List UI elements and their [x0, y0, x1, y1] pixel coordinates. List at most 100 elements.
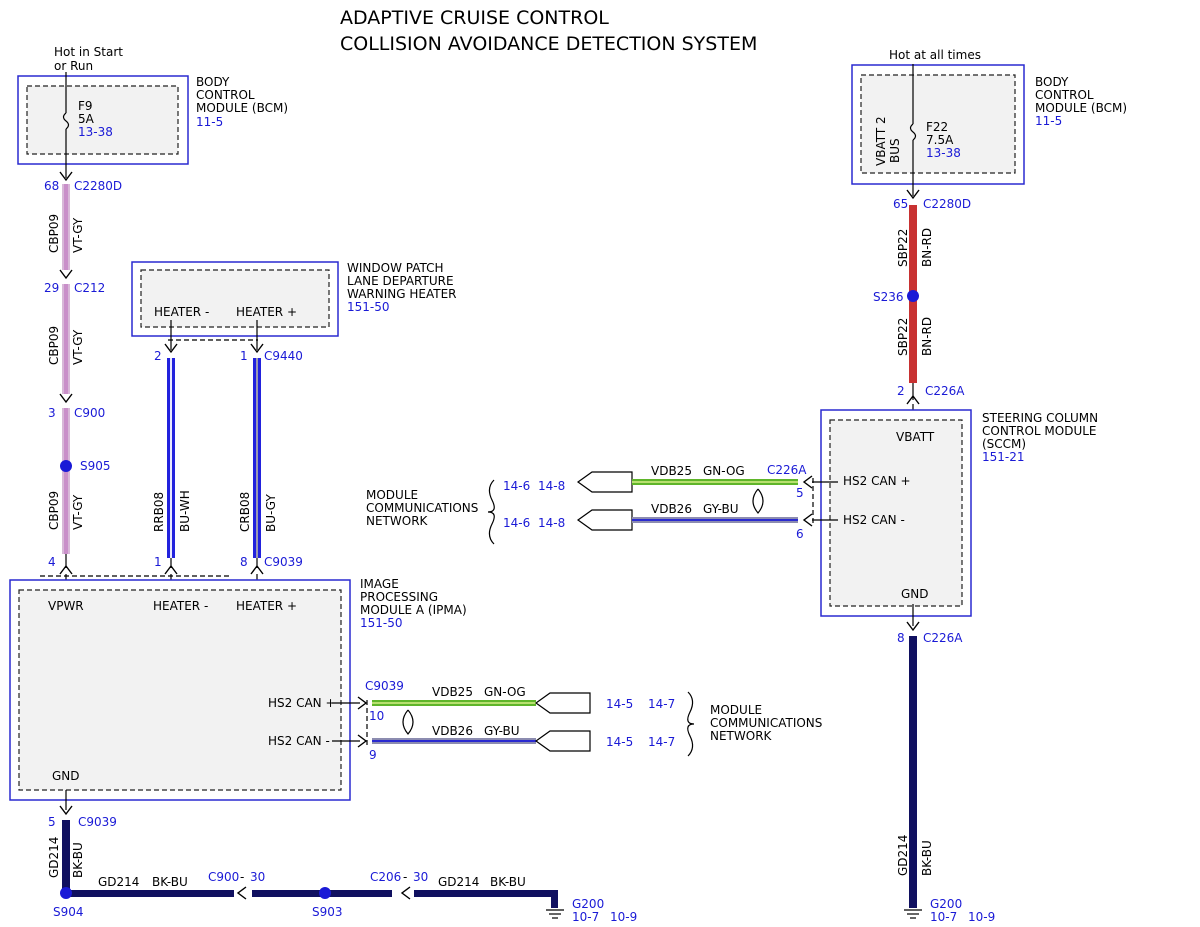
bcm-right-page: 11-5	[1035, 114, 1062, 128]
wire-circuit-gd214-right: GD214	[896, 835, 910, 876]
svg-text:-: -	[403, 870, 407, 884]
ipma-heater-plus-pin: 8	[240, 555, 248, 569]
vbatt-bus-line1: VBATT 2	[874, 116, 888, 166]
ipma-name-2: PROCESSING	[360, 590, 438, 604]
g200-left-ref-a: 10-7	[572, 910, 599, 924]
ipma-inner	[18, 589, 342, 791]
wire-crb08-tracer	[256, 358, 258, 558]
diagram-title-line1: ADAPTIVE CRUISE CONTROL	[340, 7, 609, 29]
can-bottom-minus-ref-b: 14-7	[648, 735, 675, 749]
wire-gd214-h1	[66, 890, 234, 897]
wire-circuit-sbp22-1: SBP22	[896, 229, 910, 267]
ipma-gnd-label: GND	[52, 769, 80, 783]
connector-arrow-icon	[906, 394, 920, 405]
heater-wires: 2 1 C9440 RRB08 BU-WH CRB08 BU-GY 1 8 C9…	[40, 343, 303, 598]
can-bottom-plus-color: GN-OG	[484, 685, 526, 699]
sccm-page: 151-21	[982, 450, 1025, 464]
fuse-f22-ref: 13-38	[926, 146, 961, 160]
connector-arrow-icon	[59, 564, 73, 575]
c206-label: C206	[370, 870, 401, 884]
wire-gd214-right	[909, 636, 917, 908]
bcm-left-inner	[26, 85, 179, 155]
connector-arrow-icon	[236, 886, 247, 900]
wire-circuit-sbp22-2: SBP22	[896, 318, 910, 356]
connector-arrow-icon	[357, 734, 368, 748]
sccm-module: VBATT HS2 CAN + HS2 CAN - GND STEERING C…	[820, 409, 1098, 617]
bcm-left-name-3: MODULE (BCM)	[196, 101, 288, 115]
splice-s236-label: S236	[873, 290, 904, 304]
can-bottom-minus-color: GY-BU	[484, 724, 520, 738]
bcm-right-name-2: CONTROL	[1035, 88, 1094, 102]
bcm-right: Hot at all times VBATT 2 BUS F22 7.5A 13…	[851, 48, 1127, 196]
network-connector-plus-icon	[534, 692, 591, 714]
connector-arrow-icon	[59, 805, 73, 816]
can-bottom-connector: C9039	[365, 679, 404, 693]
can-bottom-plus-circuit: VDB25	[432, 685, 473, 699]
g200-right-ref-b: 10-9	[968, 910, 995, 924]
heater-name-2: LANE DEPARTURE	[347, 274, 454, 288]
ipma-name-3: MODULE A (IPMA)	[360, 603, 467, 617]
heater-pin-plus-label: HEATER +	[236, 305, 297, 319]
bcm-left-name-2: CONTROL	[196, 88, 255, 102]
ipma-heater-minus-label: HEATER -	[153, 599, 208, 613]
can-top-plus-ref-a: 14-6	[503, 479, 530, 493]
ground-symbol-icon	[546, 909, 564, 919]
wire-sbp22: 65 C2280D SBP22 BN-RD S236 SBP22 BN-RD 2…	[873, 189, 971, 425]
can-top-minus-pin: 6	[796, 527, 804, 541]
network-connector-minus-icon	[534, 730, 591, 752]
wire-gd214-drop	[551, 890, 558, 908]
can-top-minus-color: GY-BU	[703, 502, 739, 516]
wire-color-bkbu-h3: BK-BU	[490, 875, 526, 889]
connector-arrow-icon	[802, 513, 813, 527]
heater-plus-pin-top: 1	[240, 349, 248, 363]
ipma-name-1: IMAGE	[360, 577, 399, 591]
can-top-plus-color: GN-OG	[703, 464, 745, 478]
can-top-network-2: COMMUNICATIONS	[366, 501, 478, 515]
vbatt-bus-line2: BUS	[888, 138, 902, 163]
fuse-f9-rating: 5A	[78, 112, 95, 126]
sccm-name-1: STEERING COLUMN	[982, 411, 1098, 425]
connector-arrow-icon	[906, 189, 920, 200]
connector-arrow-icon	[59, 393, 73, 404]
fuse-f22-icon	[909, 123, 917, 141]
bcm-left-page: 11-5	[196, 115, 223, 129]
wire-color-bkbu-v: BK-BU	[71, 842, 85, 878]
twisted-pair-icon	[402, 709, 414, 735]
c2280d-label-left: C2280D	[74, 179, 122, 193]
heater-module-inner	[140, 269, 330, 328]
c900-label: C900	[74, 406, 105, 420]
heater-name-1: WINDOW PATCH	[347, 261, 444, 275]
c9039-label-top: C9039	[264, 555, 303, 569]
g200-right-ref-a: 10-7	[930, 910, 957, 924]
heater-name-3: WARNING HEATER	[347, 287, 457, 301]
ipma-vpwr-pin: 4	[48, 555, 56, 569]
wire-segment-vtgy-2	[62, 284, 70, 394]
connector-arrow-icon	[164, 564, 178, 575]
splice-s904-label: S904	[53, 905, 84, 919]
wire-circuit-crb08: CRB08	[238, 492, 252, 532]
can-bottom-plus-ref-a: 14-5	[606, 697, 633, 711]
wire-color-vtgy-2: VT-GY	[71, 329, 85, 365]
sccm-name-2: CONTROL MODULE	[982, 424, 1097, 438]
can-top-minus-ref-a: 14-6	[503, 516, 530, 530]
ipma-module: VPWR HEATER - HEATER + HS2 CAN + HS2 CAN…	[9, 577, 467, 801]
fuse-f9-label: F9	[78, 99, 93, 113]
heater-minus-pin-top: 2	[154, 349, 162, 363]
svg-text:-: -	[240, 870, 244, 884]
heater-pin-minus-label: HEATER -	[154, 305, 209, 319]
c900-ground-pin: 30	[250, 870, 265, 884]
heater-page: 151-50	[347, 300, 390, 314]
ground-left-connector: C9039	[78, 815, 117, 829]
connector-arrow-icon	[250, 564, 264, 575]
c226a-vbatt-pin: 2	[897, 384, 905, 398]
connector-arrow-icon	[59, 269, 73, 280]
splice-s905-label: S905	[80, 459, 111, 473]
connector-arrow-icon	[802, 475, 813, 489]
wire-circuit-cbp09-3: CBP09	[47, 491, 61, 530]
fuse-f22-rating: 7.5A	[926, 133, 954, 147]
wire-segment-vtgy-3	[62, 408, 70, 554]
wire-vdb26-top-tracer	[632, 519, 798, 521]
wire-circuit-gd214-h1: GD214	[98, 875, 139, 889]
sccm-inner	[829, 419, 963, 607]
c900-ground-label: C900	[208, 870, 239, 884]
